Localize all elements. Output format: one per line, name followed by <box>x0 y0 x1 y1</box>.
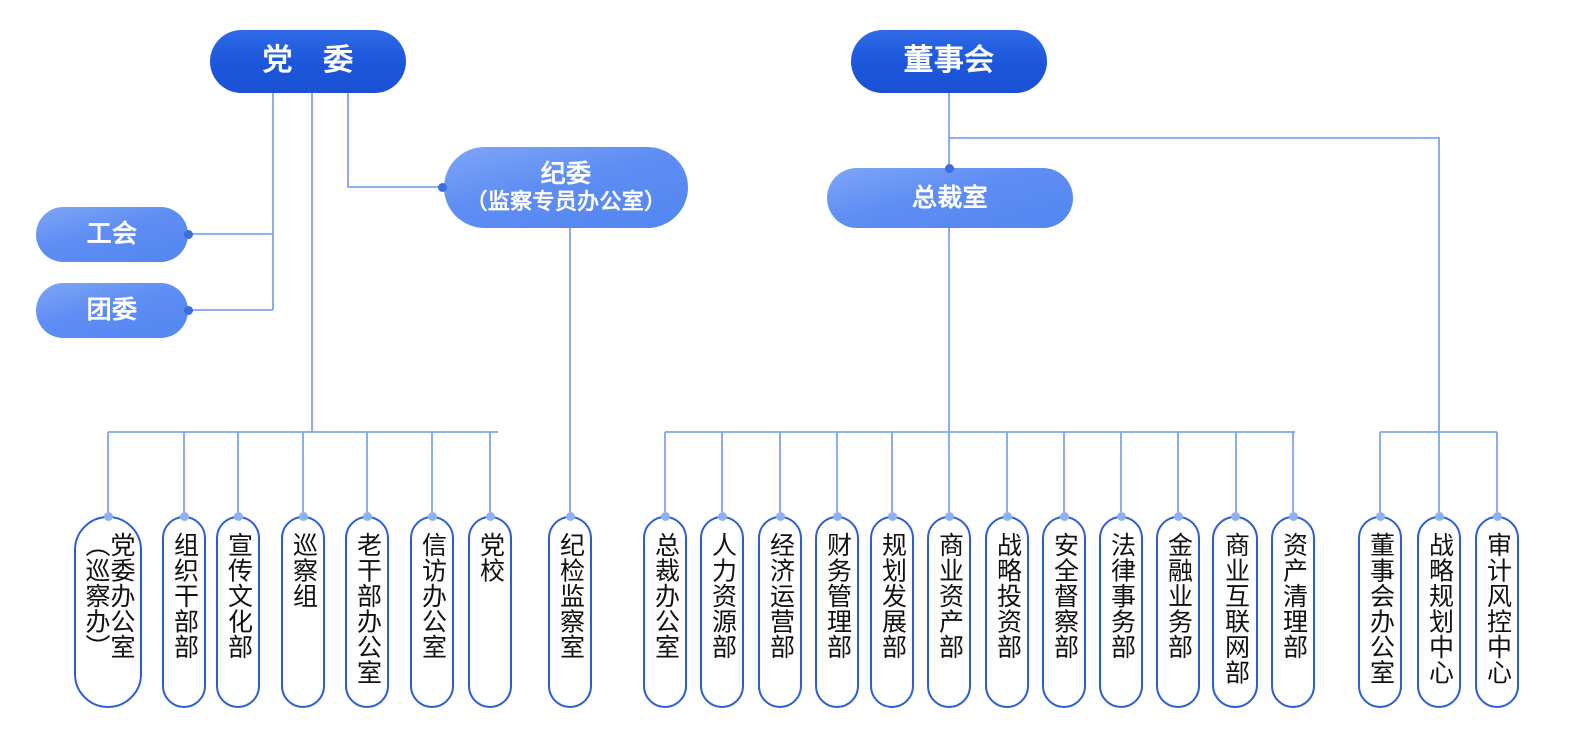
node-union[interactable]: 工会 <box>36 207 188 262</box>
capsule-label-col: 资产清理部 <box>1279 532 1308 660</box>
connector-dot <box>298 512 308 521</box>
node-youth-league[interactable]: 团委 <box>36 283 188 338</box>
capsule-label-col: 老干部办公室 <box>353 532 382 685</box>
connector-dot <box>1173 512 1183 521</box>
node-label-line1: 纪委 <box>540 160 592 189</box>
capsule-label-col: （巡察办） <box>82 532 110 660</box>
capsule-party-2[interactable]: 组织干部部 <box>162 516 206 708</box>
connector-dot <box>179 512 189 521</box>
capsule-label-col: 商业互联网部 <box>1221 532 1250 685</box>
capsule-label-col: 安全督察部 <box>1050 532 1079 660</box>
connector-dot <box>485 512 495 521</box>
capsule-discipline-1[interactable]: 纪检监察室 <box>548 516 592 708</box>
capsule-party-4[interactable]: 巡察组 <box>281 516 325 708</box>
capsule-president-2[interactable]: 人力资源部 <box>700 516 744 708</box>
node-board[interactable]: 董事会 <box>851 30 1047 93</box>
connector-dot <box>832 512 842 521</box>
capsule-president-5[interactable]: 规划发展部 <box>870 516 914 708</box>
connector-dot <box>565 512 575 521</box>
capsule-label-col: 党校 <box>476 532 505 583</box>
capsule-label-col: 巡察组 <box>289 532 318 609</box>
capsule-board-2[interactable]: 战略规划中心 <box>1417 516 1461 708</box>
connector-dot <box>887 512 897 521</box>
connector-dot-president-office <box>945 164 954 173</box>
capsule-president-11[interactable]: 商业互联网部 <box>1212 516 1258 708</box>
capsule-label-col: 党委办公室 <box>107 532 135 660</box>
capsule-president-12[interactable]: 资产清理部 <box>1271 516 1315 708</box>
capsule-label-col: 人力资源部 <box>708 532 737 660</box>
capsule-label-col: 董事会办公室 <box>1366 532 1395 685</box>
capsule-president-10[interactable]: 金融业务部 <box>1156 516 1200 708</box>
capsule-president-7[interactable]: 战略投资部 <box>985 516 1029 708</box>
capsule-label-col: 金融业务部 <box>1164 532 1193 660</box>
capsule-board-3[interactable]: 审计风控中心 <box>1475 516 1519 708</box>
connector-dot <box>1492 512 1502 521</box>
connector-dot <box>944 512 954 521</box>
connector-dot <box>362 512 372 521</box>
capsule-label-col: 战略投资部 <box>993 532 1022 660</box>
node-label: 董事会 <box>903 44 995 78</box>
capsule-president-3[interactable]: 经济运营部 <box>758 516 802 708</box>
capsule-party-5[interactable]: 老干部办公室 <box>345 516 389 708</box>
connector-dot <box>1375 512 1385 521</box>
connector-dot <box>717 512 727 521</box>
node-president-office[interactable]: 总裁室 <box>827 168 1073 228</box>
connector-dot <box>660 512 670 521</box>
connector-dot-youth-league <box>184 306 193 315</box>
capsule-label-col: 信访办公室 <box>418 532 447 660</box>
node-label: 团委 <box>86 296 138 325</box>
connector-dot-union <box>184 230 193 239</box>
connector-dot <box>427 512 437 521</box>
capsule-label-col: 财务管理部 <box>823 532 852 660</box>
capsule-party-1[interactable]: 党委办公室（巡察办） <box>74 516 142 708</box>
connector-dot <box>233 512 243 521</box>
node-discipline-committee[interactable]: 纪委 （监察专员办公室） <box>444 147 688 228</box>
node-label: 党 委 <box>262 44 354 78</box>
connector-dot-discipline <box>438 183 447 192</box>
connector-dot <box>1288 512 1298 521</box>
node-party-committee[interactable]: 党 委 <box>210 30 406 93</box>
connector-dot <box>1116 512 1126 521</box>
node-label: 总裁室 <box>912 183 988 212</box>
capsule-label-col: 商业资产部 <box>935 532 964 660</box>
capsule-president-9[interactable]: 法律事务部 <box>1099 516 1143 708</box>
capsule-label-col: 宣传文化部 <box>224 532 253 660</box>
capsule-president-8[interactable]: 安全督察部 <box>1042 516 1086 708</box>
capsule-party-3[interactable]: 宣传文化部 <box>216 516 260 708</box>
capsule-president-1[interactable]: 总裁办公室 <box>643 516 687 708</box>
capsule-label-col: 法律事务部 <box>1107 532 1136 660</box>
connector-dot <box>103 512 113 521</box>
capsule-label-col: 总裁办公室 <box>651 532 680 660</box>
capsule-label-col: 经济运营部 <box>766 532 795 660</box>
node-label: 工会 <box>86 220 138 249</box>
capsule-label-col: 组织干部部 <box>170 532 199 660</box>
capsule-label-col: 审计风控中心 <box>1483 532 1512 685</box>
connector-dot <box>1230 512 1240 521</box>
connector-dot <box>1059 512 1069 521</box>
node-label-line2: （监察专员办公室） <box>465 189 667 215</box>
capsule-board-1[interactable]: 董事会办公室 <box>1358 516 1402 708</box>
capsule-label-col: 纪检监察室 <box>556 532 585 660</box>
connector-dot <box>1002 512 1012 521</box>
connector-dot <box>1434 512 1444 521</box>
capsule-label-col: 规划发展部 <box>878 532 907 660</box>
capsule-label-col: 战略规划中心 <box>1425 532 1454 685</box>
capsule-party-7[interactable]: 党校 <box>468 516 512 708</box>
capsule-president-4[interactable]: 财务管理部 <box>815 516 859 708</box>
connector-dot <box>775 512 785 521</box>
capsule-party-6[interactable]: 信访办公室 <box>410 516 454 708</box>
capsule-president-6[interactable]: 商业资产部 <box>927 516 971 708</box>
